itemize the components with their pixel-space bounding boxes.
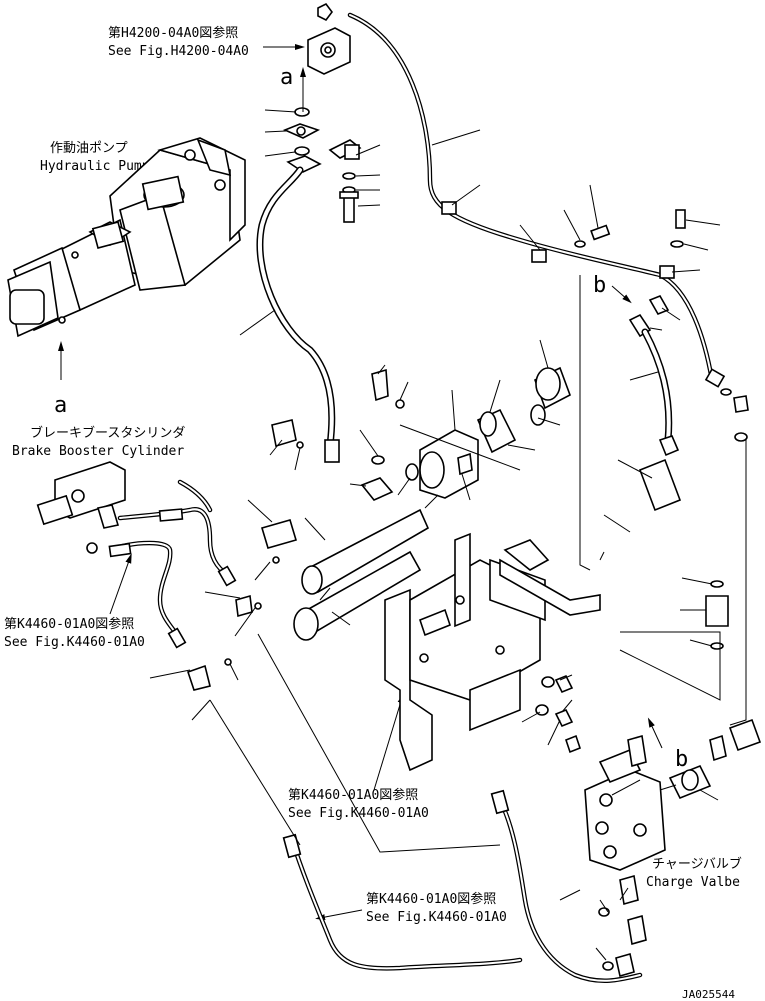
right-hose [628, 313, 748, 512]
marker-b-lower: b [675, 747, 688, 772]
bracket-hardware [535, 674, 581, 754]
mounting-bracket [384, 532, 601, 772]
ref-k4460-left-jp-label: 第K4460-01A0図参照 [4, 616, 134, 632]
ref-k4460-left-en-label: See Fig.K4460-01A0 [4, 635, 145, 650]
hydraulic-pump-en-label: Hydraulic Pump [40, 159, 150, 174]
small-fittings-top [282, 107, 362, 223]
accumulators [261, 508, 430, 641]
charge-valve-en-label: Charge Valbe [646, 875, 740, 890]
charge-valve-jp-label: チャージバルブ [652, 856, 742, 872]
right-side-valve [705, 580, 762, 762]
ref-h4200-en-label: See Fig.H4200-04A0 [108, 44, 249, 59]
hydraulic-pump [7, 137, 246, 338]
marker-a-top: a [280, 65, 293, 90]
bottom-tubes [282, 789, 643, 984]
ref-h4200-jp-label: 第H4200-04A0図参照 [108, 25, 238, 41]
brake-booster-jp-label: ブレーキブースタシリンダ [30, 425, 185, 441]
ref-k4460-mid-jp-label: 第K4460-01A0図参照 [288, 787, 418, 803]
reference-arrows [58, 44, 663, 921]
marker-b-right: b [593, 273, 606, 298]
filter-assembly [360, 366, 571, 501]
brake-booster-cylinder [36, 461, 126, 554]
ref-k4460-bot-en-label: See Fig.K4460-01A0 [366, 910, 507, 925]
brake-booster-en-label: Brake Booster Cylinder [12, 444, 184, 459]
top-flange-block [307, 27, 351, 75]
hydraulic-pump-jp-label: 作動油ポンプ [50, 141, 128, 156]
ref-k4460-bot-jp-label: 第K4460-01A0図参照 [366, 891, 496, 907]
drawing-number: JA025544 [682, 988, 735, 1001]
marker-a-left: a [54, 393, 67, 418]
charge-valve [584, 734, 712, 946]
booster-tubes [108, 479, 237, 649]
left-fittings [186, 419, 304, 691]
leader-lines [149, 95, 747, 961]
pump-hose [256, 166, 340, 463]
top-elbow-fitting [317, 2, 333, 22]
upper-right-tube [347, 12, 726, 388]
right-bolts [574, 209, 749, 413]
